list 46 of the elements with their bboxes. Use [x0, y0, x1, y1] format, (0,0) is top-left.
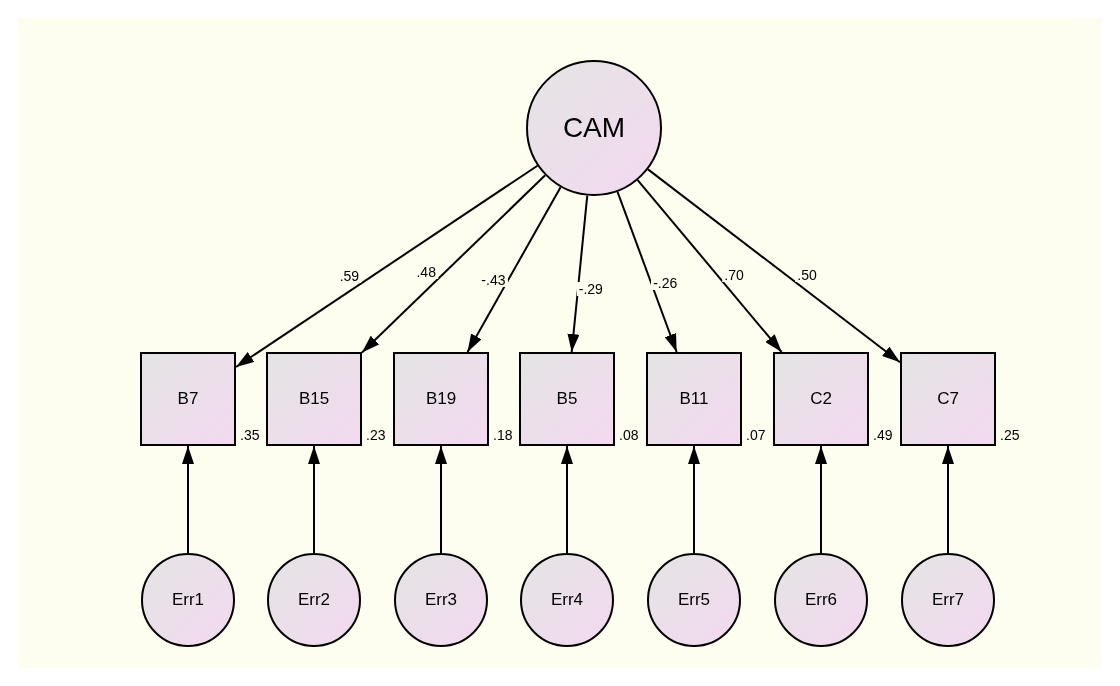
variable-name: Err3	[424, 589, 458, 612]
arrow	[435, 445, 447, 554]
edge-label: -.29	[576, 282, 605, 297]
arrow	[361, 174, 547, 354]
variable-name: B11	[679, 388, 709, 411]
r-squared-value: .35	[240, 428, 260, 442]
variable-name: C2	[810, 388, 832, 411]
variable-name: Err5	[677, 589, 711, 612]
r-squared-value: .18	[493, 428, 513, 442]
variable-name: B5	[556, 388, 578, 411]
observed-variable-box	[900, 352, 996, 446]
arrow	[942, 445, 954, 554]
arrow	[616, 190, 678, 353]
variable-name: Err1	[171, 589, 205, 612]
variable-name: Err4	[550, 589, 584, 612]
variable-name: CAM	[562, 111, 626, 145]
variable-name: Err2	[297, 589, 331, 612]
r-squared-value: .49	[873, 428, 893, 442]
observed-variable-box	[266, 352, 362, 446]
arrow	[688, 445, 700, 554]
r-squared-value: .23	[366, 428, 386, 442]
r-squared-value: .08	[619, 428, 639, 442]
arrow	[636, 179, 783, 353]
arrow	[308, 445, 320, 554]
observed-variable-box	[519, 352, 615, 446]
r-squared-value: .25	[1000, 428, 1020, 442]
variable-name: C7	[937, 388, 959, 411]
arrow	[647, 168, 901, 364]
edge-label: .48	[414, 265, 438, 280]
variable-name: B7	[177, 388, 199, 411]
arrow	[567, 194, 589, 353]
variable-name: Err7	[931, 589, 965, 612]
arrow	[182, 445, 194, 554]
observed-variable-box	[646, 352, 742, 446]
arrow	[235, 164, 539, 368]
variable-name: B15	[298, 388, 330, 411]
variable-name: B19	[425, 388, 457, 411]
r-squared-value: .07	[746, 428, 766, 442]
observed-variable-box	[773, 352, 869, 446]
observed-variable-box	[393, 352, 489, 446]
variable-name: Err6	[804, 589, 838, 612]
arrow	[466, 186, 562, 353]
observed-variable-box	[140, 352, 236, 446]
arrow	[561, 445, 573, 554]
edge-label: -.26	[651, 276, 680, 291]
arrow	[815, 445, 827, 554]
